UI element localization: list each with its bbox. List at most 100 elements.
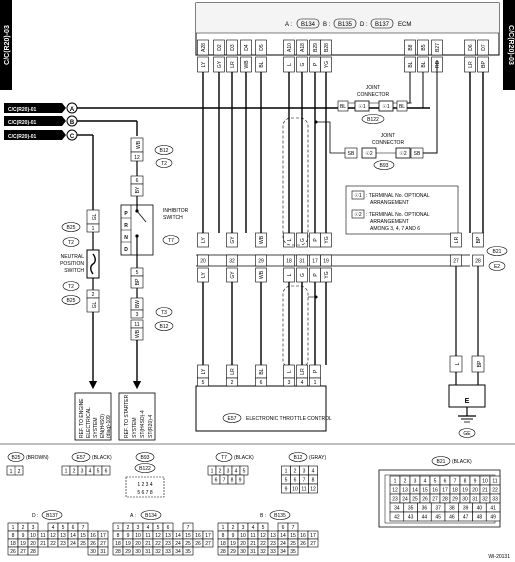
svg-text:6: 6 xyxy=(136,178,139,184)
svg-text:☉1: ☉1 xyxy=(358,104,365,110)
connector-pin: 28 xyxy=(115,549,121,555)
connector-pin: 23 xyxy=(392,497,398,503)
ecm-pin-d3: D3 xyxy=(230,44,236,51)
connector-pin: 39 xyxy=(463,506,469,512)
connector-pin: 1 xyxy=(117,525,120,531)
joint-connector-b93: JOINT CONNECTOR SB ☉2 ☉2 SB B93 xyxy=(316,60,438,170)
ecm-pin-d7: D7 xyxy=(481,44,487,51)
connector-pin: 26 xyxy=(10,549,16,555)
connector-pin: 30 xyxy=(135,549,141,555)
connector-pin: 35 xyxy=(185,549,191,555)
ecm-pin-d4: D4 xyxy=(244,44,250,51)
svg-text:B137: B137 xyxy=(46,513,58,519)
connector-pin: 8 xyxy=(222,533,225,539)
connector-pin: 6 xyxy=(105,469,108,475)
etc-pin: 6 xyxy=(260,380,263,386)
connector-pin: 2 xyxy=(73,469,76,475)
ecm-pin-d6: D6 xyxy=(468,44,474,51)
connector-pin: 7 xyxy=(454,479,457,485)
svg-text:SB: SB xyxy=(414,151,421,157)
svg-text:B12: B12 xyxy=(160,324,169,330)
connector-pin: 6 xyxy=(167,525,170,531)
ref-lines: C/C(R20)-01 A C/C(R20)-01 B C/C(R20)-01 … xyxy=(4,102,430,210)
connector-pin: 23 xyxy=(165,541,171,547)
svg-text:GL: GL xyxy=(92,301,98,308)
svg-text:C/C(R20)-03: C/C(R20)-03 xyxy=(507,25,514,65)
connector-pin: 27 xyxy=(100,541,106,547)
connector-pin: 2 xyxy=(219,469,222,475)
svg-text:3: 3 xyxy=(136,312,139,318)
connector-pin: 12 xyxy=(155,533,161,539)
harness-wire-color: YG xyxy=(324,236,330,243)
ecm-wire-color: BP xyxy=(481,61,487,68)
ecm-wires xyxy=(202,72,484,365)
svg-text:B135: B135 xyxy=(274,513,286,519)
ecm-wire-color: BL xyxy=(259,61,265,67)
svg-text:1: 1 xyxy=(10,469,13,475)
connector-pin: 17 xyxy=(205,533,211,539)
connector-pin: 27 xyxy=(205,541,211,547)
connector-pin: 6 xyxy=(282,525,285,531)
connector-pin: 13 xyxy=(402,488,408,494)
connector-pin: 34 xyxy=(175,549,181,555)
ecm-pin-b27: B27 xyxy=(435,43,441,52)
connector-pin: 19 xyxy=(230,541,236,547)
connector-pin: 3 xyxy=(32,525,35,531)
harness-wire-color: BP xyxy=(476,236,482,243)
svg-text:☉2: ☉2 xyxy=(354,212,361,218)
connector-pin: 6 xyxy=(444,479,447,485)
connector-pin: 25 xyxy=(412,497,418,503)
connector-pin: 31 xyxy=(100,549,106,555)
harness-wire-color: L xyxy=(287,273,293,276)
etc-wire-color: BL xyxy=(259,368,265,374)
etc-wire-color: P xyxy=(313,369,319,373)
side-tab-left: C/C(R20)-03 xyxy=(0,0,12,90)
svg-text:AMONG 3, 4, 7 AND 6: AMONG 3, 4, 7 AND 6 xyxy=(370,226,420,232)
connector-pin: 3 xyxy=(137,525,140,531)
connector-pin: 7 xyxy=(292,525,295,531)
ecm-pin-a28: A28 xyxy=(201,43,207,52)
connector-pin: 11 xyxy=(40,533,45,539)
connector-pin: 5 xyxy=(62,525,65,531)
neutral-position-switch: B25 T2 GL 1 NEUTRAL POSITION SWITCH T2 B… xyxy=(60,209,100,390)
inhibitor-switch: WB 12 B12 T2 6 BY P R N D INHIBITOR SWIT… xyxy=(120,137,189,390)
svg-text:GE: GE xyxy=(463,431,471,437)
connector-pin: 3 xyxy=(303,469,306,475)
connector-pin: 6 xyxy=(294,478,297,484)
connector-pin: 9 xyxy=(474,479,477,485)
ecm-box: A : B134 B : B135 D : B137 ECM A28LYD2GY… xyxy=(195,2,500,73)
connector-pin: 5 xyxy=(262,525,265,531)
connector-pin: 3 xyxy=(81,469,84,475)
connector-pin: 17 xyxy=(310,533,316,539)
connector-pin: 29 xyxy=(125,549,131,555)
connector-pin: 30 xyxy=(240,549,246,555)
harness-wire-color: WB xyxy=(259,235,265,244)
connector-pin: 6 xyxy=(72,525,75,531)
connector-pin: 3 xyxy=(414,479,417,485)
connector-pin: 8 xyxy=(12,533,15,539)
ecm-wire-color: BL xyxy=(408,61,414,67)
connector-pin: 27 xyxy=(310,541,316,547)
connector-pin: 15 xyxy=(80,533,86,539)
svg-text:11: 11 xyxy=(134,322,139,328)
connector-pin: 17 xyxy=(442,488,448,494)
connector-pin: 40 xyxy=(477,506,483,512)
connector-pin: 33 xyxy=(270,549,276,555)
connector-pin: 8 xyxy=(312,478,315,484)
connector-pin: 11 xyxy=(145,533,150,539)
ref-c-label: C/C(R20)-01 xyxy=(8,134,37,140)
ecm-code-b137: B137 xyxy=(375,22,390,28)
connector-pin: 10 xyxy=(30,533,36,539)
connector-pin: 14 xyxy=(175,533,181,539)
harness-wire-color: G xyxy=(300,273,306,277)
harness-pin: 32 xyxy=(229,259,235,265)
connector-pin: 24 xyxy=(175,541,181,547)
svg-text:B21: B21 xyxy=(493,249,502,255)
svg-text:E57: E57 xyxy=(228,416,237,422)
svg-text:INHIBITOR: INHIBITOR xyxy=(163,208,189,214)
ecm-pin-b29: B29 xyxy=(313,43,319,52)
connector-pin: 31 xyxy=(250,549,256,555)
connector-pin: 2 xyxy=(22,525,25,531)
svg-text:ELECTRONIC THROTTLE CONTROL: ELECTRONIC THROTTLE CONTROL xyxy=(246,416,332,422)
